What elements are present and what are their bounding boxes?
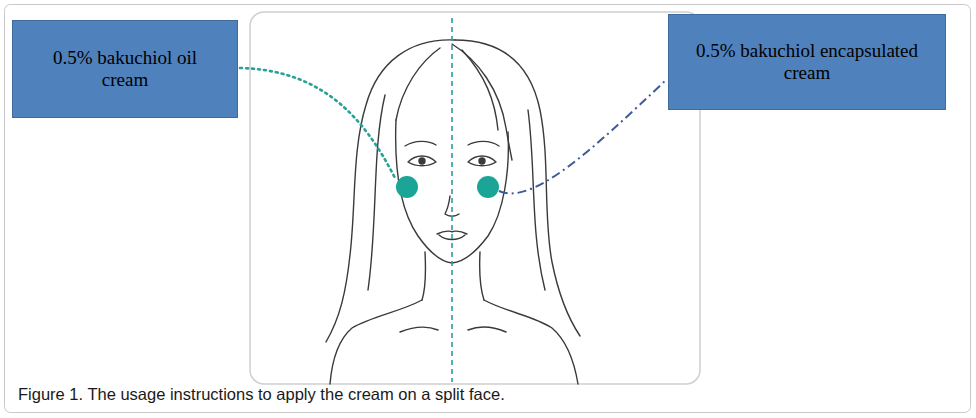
label-box: 0.5% bakuchiol oil cream	[12, 20, 238, 118]
box-label: 0.5% bakuchiol encapsulated cream	[685, 40, 929, 85]
split-line	[451, 18, 453, 382]
application-dot	[477, 176, 499, 198]
illustration-frame	[250, 12, 700, 384]
application-dot	[396, 176, 418, 198]
figure-frame	[5, 5, 971, 413]
face-drawing	[326, 40, 580, 384]
leader-line	[499, 80, 666, 193]
figure-caption: Figure 1. The usage instructions to appl…	[18, 385, 505, 404]
box-label: 0.5% bakuchiol oil cream	[39, 47, 211, 92]
leader-line	[240, 68, 396, 180]
label-box: 0.5% bakuchiol encapsulated cream	[668, 14, 946, 110]
